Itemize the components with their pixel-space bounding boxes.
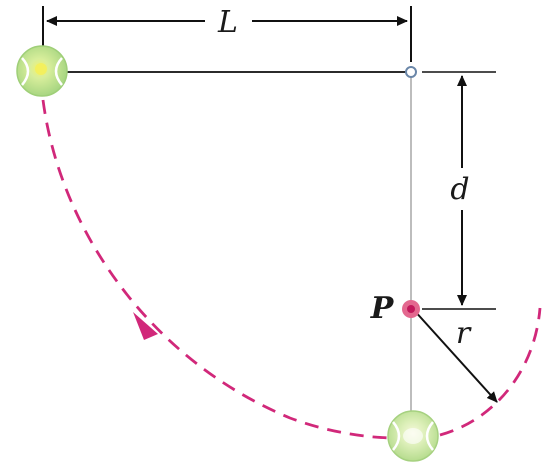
trajectory-large-arc	[41, 99, 397, 440]
radius-label: r	[456, 316, 472, 351]
ball-bottom	[387, 410, 439, 462]
length-label: L	[217, 5, 238, 40]
peg-label: P	[370, 291, 395, 326]
pivot-point	[405, 66, 417, 78]
peg-point-center	[407, 305, 415, 313]
ball-start	[16, 45, 68, 97]
drop-label: d	[450, 172, 469, 207]
trajectory-direction-arrow	[133, 312, 158, 340]
radius-arrow	[412, 308, 498, 403]
trajectory-small-arc	[439, 307, 542, 437]
